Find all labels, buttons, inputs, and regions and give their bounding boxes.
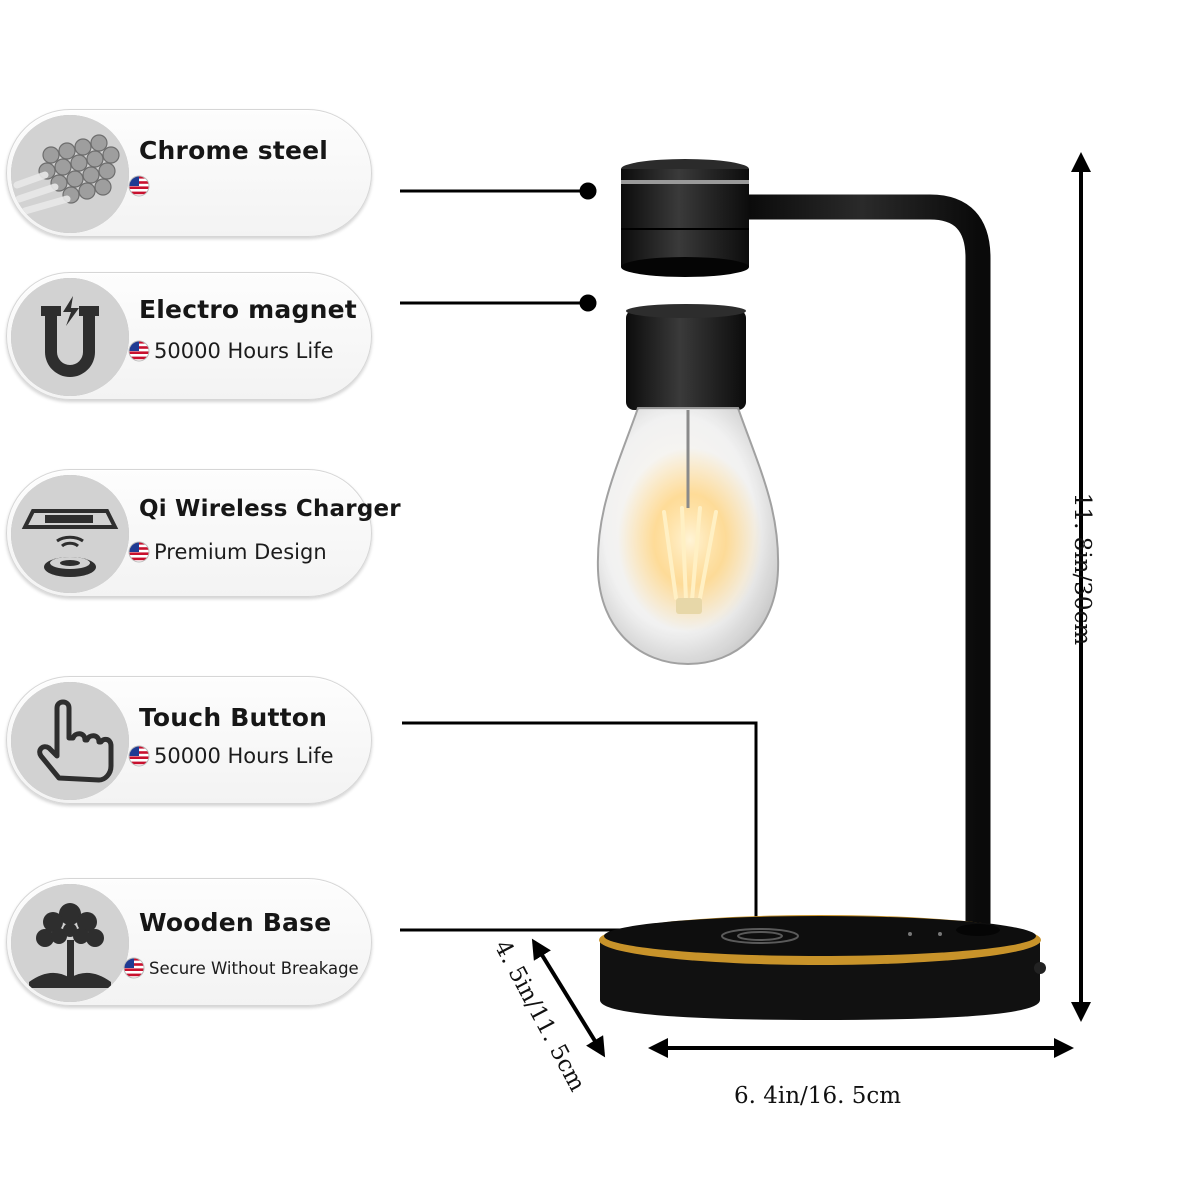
feature-card-electro-magnet: Electro magnet 50000 Hours Life <box>6 272 372 400</box>
us-flag-icon <box>123 957 145 979</box>
connector-touch-button <box>402 721 758 918</box>
feature-subtitle-text: Premium Design <box>154 540 327 564</box>
wireless-charger-icon <box>11 475 129 593</box>
pointing-finger-icon <box>11 682 129 800</box>
us-flag-icon <box>128 541 150 563</box>
feature-card-wooden-base: Wooden Base Secure Without Breakage <box>6 878 372 1006</box>
feature-title: Electro magnet <box>139 295 357 324</box>
steel-rods-icon <box>11 115 129 233</box>
feature-subtitle-text: 50000 Hours Life <box>154 339 334 363</box>
connector-dot <box>579 182 597 200</box>
feature-subtitle <box>128 175 154 197</box>
feature-title: Chrome steel <box>139 136 329 165</box>
feature-card-qi-wireless-charger: Qi Wireless Charger Premium Design <box>6 469 401 597</box>
feature-card-touch-button: Touch Button 50000 Hours Life <box>6 676 372 804</box>
us-flag-icon <box>128 175 150 197</box>
feature-subtitle-text: 50000 Hours Life <box>154 744 334 768</box>
feature-subtitle: Secure Without Breakage <box>123 957 359 979</box>
lamp-base <box>599 915 1046 1020</box>
depth-arrow <box>531 938 606 1058</box>
feature-subtitle: 50000 Hours Life <box>128 339 334 363</box>
height-dimension-label: 11. 8in/30cm <box>1069 492 1096 646</box>
connector-lines <box>400 182 758 932</box>
feature-title: Qi Wireless Charger <box>139 496 401 522</box>
levitating-bulb <box>596 304 780 666</box>
magnet-cap <box>621 159 749 277</box>
tree-icon <box>11 884 129 1002</box>
feature-card-chrome-steel: Chrome steel <box>6 109 372 237</box>
us-flag-icon <box>128 745 150 767</box>
width-dimension-label: 6. 4in/16. 5cm <box>734 1083 902 1109</box>
feature-title: Wooden Base <box>139 908 332 937</box>
feature-title: Touch Button <box>139 703 328 732</box>
feature-subtitle: 50000 Hours Life <box>128 744 334 768</box>
feature-subtitle-text: Secure Without Breakage <box>149 958 359 978</box>
magnet-icon <box>11 278 129 396</box>
lamp-arm <box>733 194 991 938</box>
us-flag-icon <box>128 340 150 362</box>
feature-subtitle: Premium Design <box>128 540 327 564</box>
connector-dot <box>579 294 597 312</box>
